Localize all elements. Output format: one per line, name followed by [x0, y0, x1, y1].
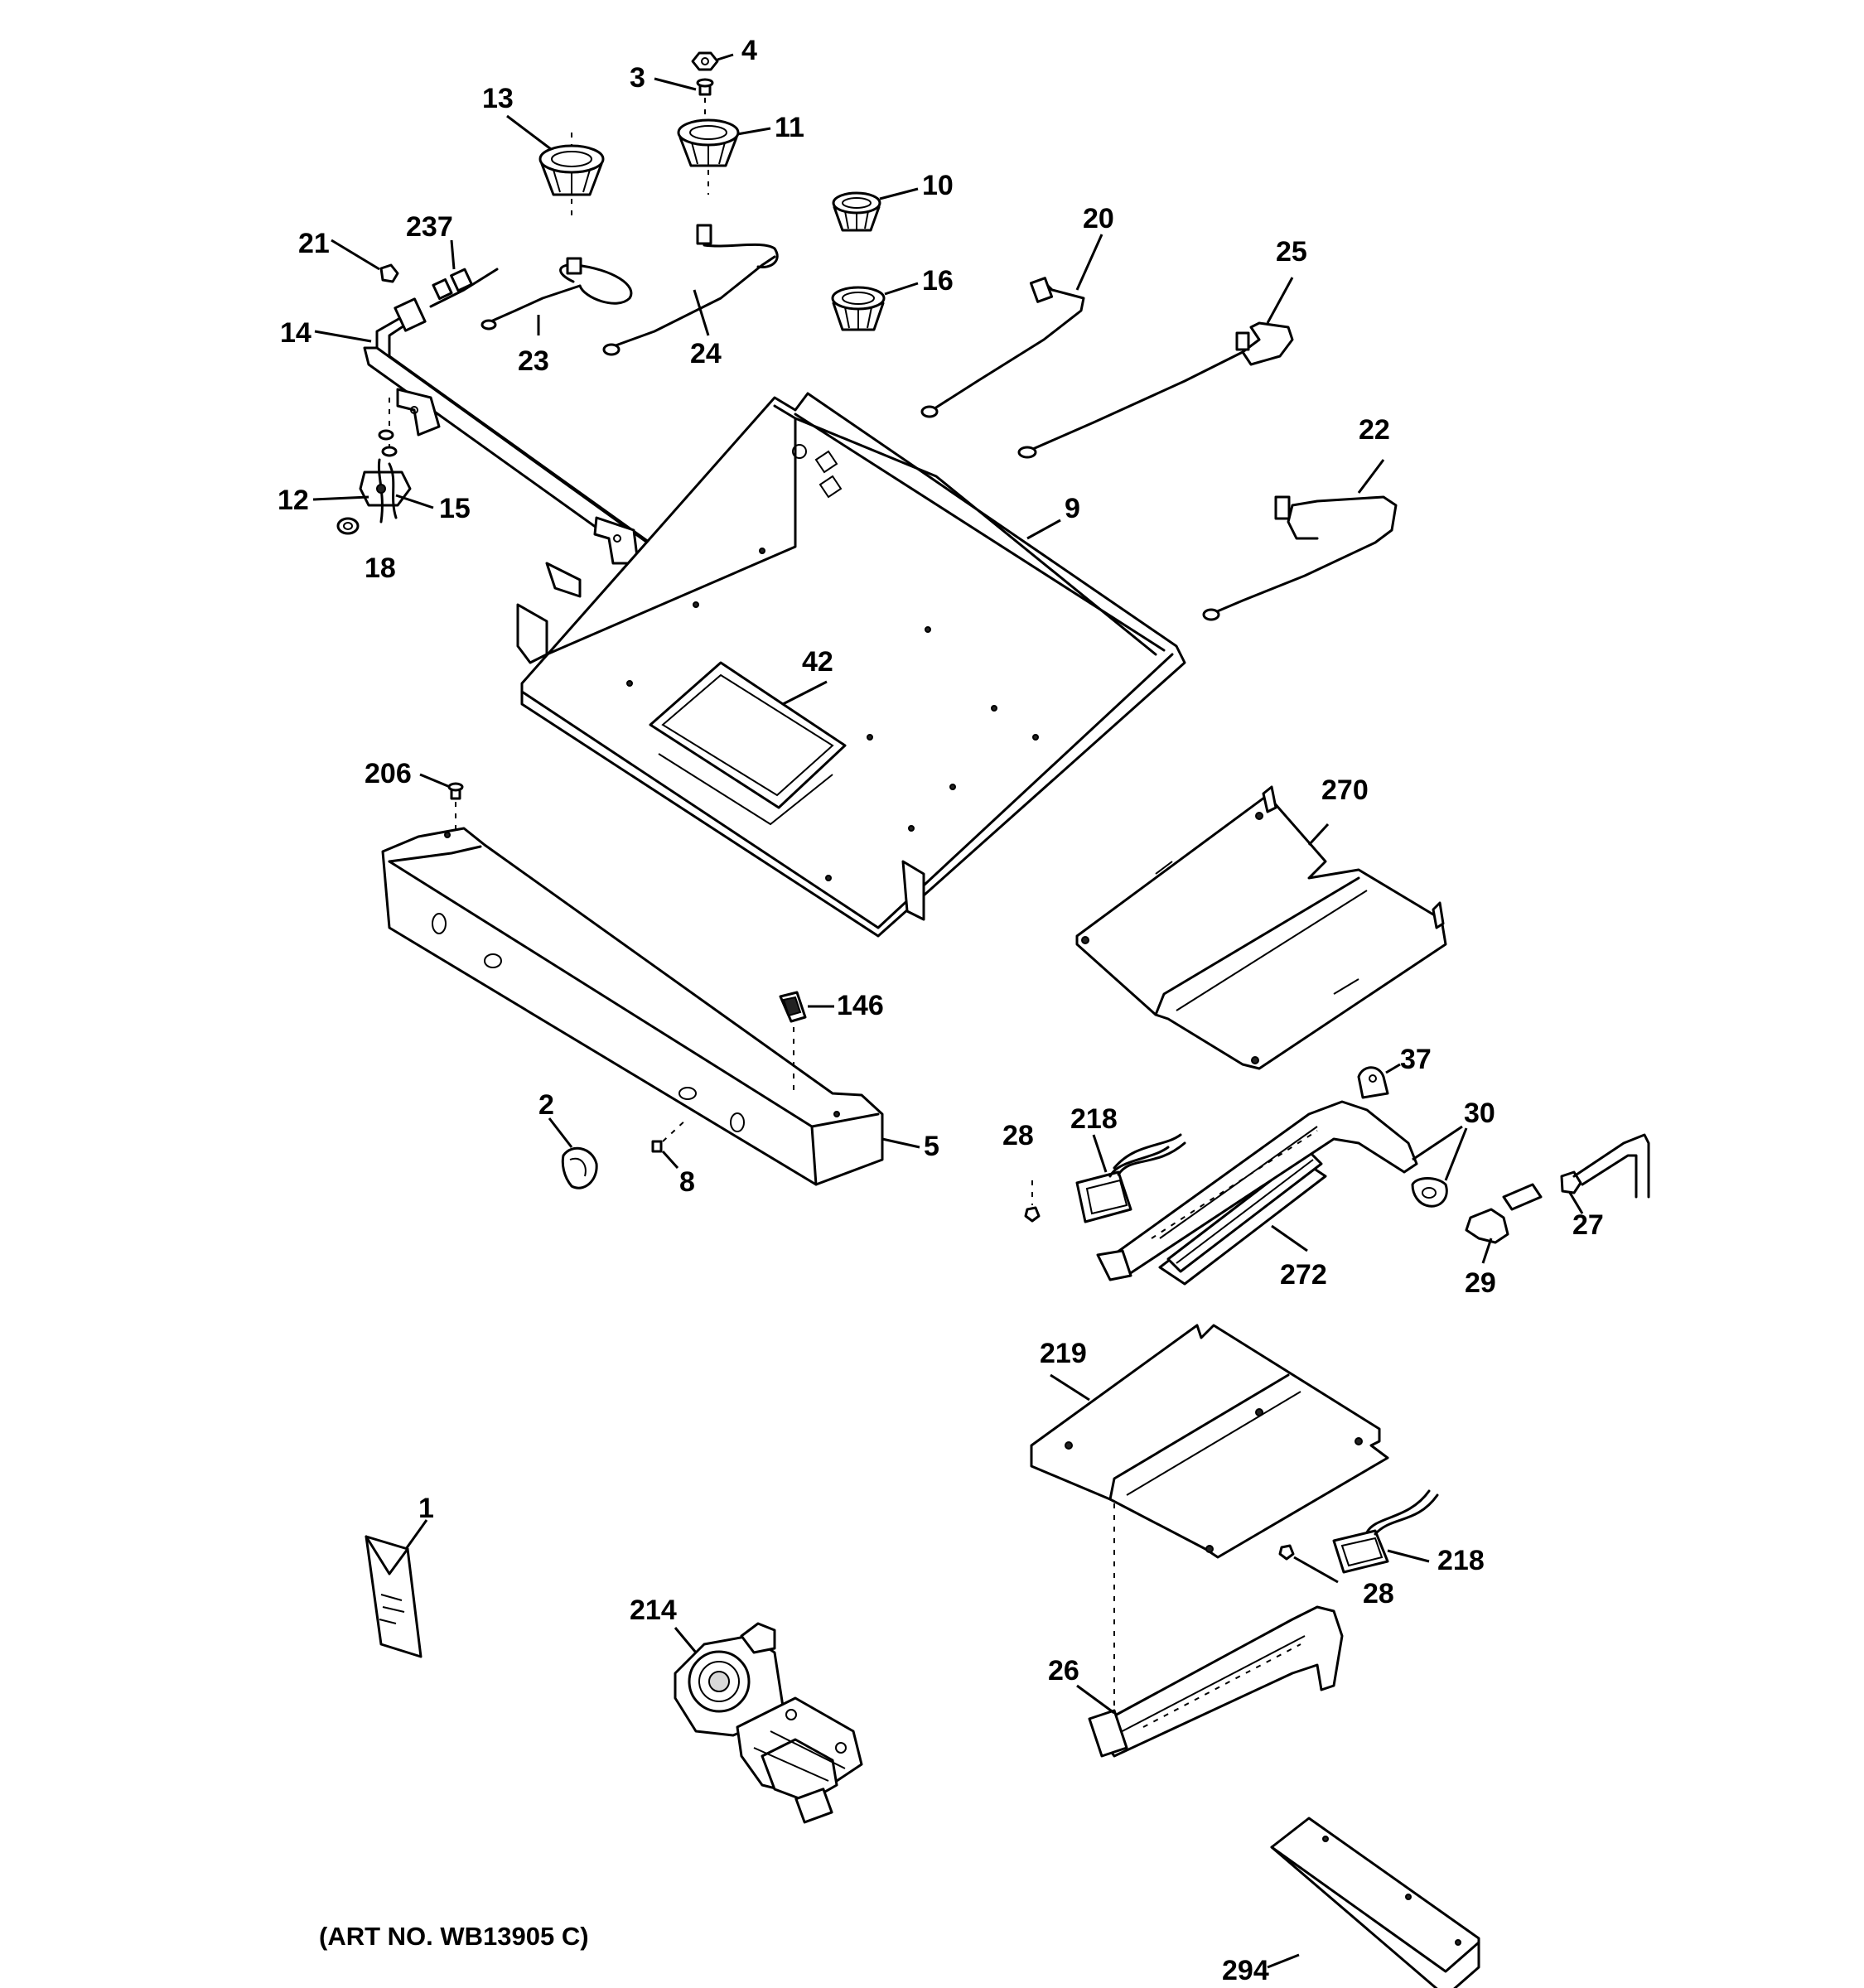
orifice-30 — [1411, 1177, 1448, 1208]
screw-28-lower — [1278, 1544, 1295, 1561]
callout-5: 5 — [924, 1131, 939, 1162]
callout-29: 29 — [1465, 1267, 1496, 1299]
callout-28-upper: 28 — [1002, 1120, 1034, 1151]
callout-270: 270 — [1321, 774, 1369, 806]
callout-13: 13 — [482, 83, 514, 114]
washers-small — [378, 429, 398, 457]
callout-18: 18 — [365, 552, 396, 584]
callout-23: 23 — [518, 345, 549, 377]
manifold-panel-5 — [381, 827, 884, 1186]
callout-22: 22 — [1359, 414, 1390, 446]
callout-42: 42 — [802, 646, 833, 678]
burner-tube-22 — [1202, 495, 1398, 621]
burner-box-9 — [516, 392, 1186, 938]
burner-tube-24 — [602, 224, 779, 356]
callout-8: 8 — [679, 1166, 695, 1198]
burner-tube-23 — [480, 257, 633, 331]
callout-26: 26 — [1048, 1655, 1079, 1686]
callout-37: 37 — [1400, 1044, 1432, 1075]
bracket-272 — [1158, 1150, 1327, 1286]
elbow-29 — [1465, 1183, 1543, 1244]
callout-206: 206 — [365, 758, 412, 789]
callout-237: 237 — [406, 211, 453, 243]
nut-4 — [691, 51, 719, 71]
callout-labels: 13 4 3 11 10 16 21 237 14 23 24 20 25 22… — [278, 35, 1604, 1986]
callout-28-lower: 28 — [1363, 1578, 1394, 1609]
manual-envelope-1 — [365, 1535, 423, 1658]
callout-21: 21 — [298, 228, 330, 259]
callout-24: 24 — [690, 338, 722, 369]
callout-219: 219 — [1040, 1338, 1087, 1369]
callout-3: 3 — [630, 62, 645, 94]
igniter-218-upper — [1075, 1133, 1186, 1223]
burner-head-13 — [538, 133, 605, 220]
callout-9: 9 — [1065, 493, 1080, 524]
callout-218-upper: 218 — [1070, 1103, 1118, 1135]
callout-214: 214 — [630, 1595, 677, 1626]
gas-valve-214 — [674, 1622, 863, 1824]
callout-1: 1 — [418, 1493, 434, 1524]
clip-146 — [779, 991, 807, 1093]
fitting-27 — [1560, 1133, 1650, 1199]
bracket-294 — [1270, 1817, 1480, 1988]
callout-12: 12 — [278, 485, 309, 516]
callout-15: 15 — [439, 493, 471, 524]
callout-14: 14 — [280, 317, 311, 349]
callout-30: 30 — [1464, 1098, 1495, 1129]
callout-146: 146 — [837, 990, 884, 1021]
callout-294: 294 — [1222, 1955, 1269, 1986]
oven-burner-26 — [1088, 1605, 1344, 1758]
screw-206 — [447, 782, 464, 832]
art-number-caption: (ART NO. WB13905 C) — [319, 1922, 589, 1951]
callout-25: 25 — [1276, 236, 1307, 268]
burner-head-10 — [832, 191, 881, 232]
washer-18 — [336, 517, 360, 535]
callout-20: 20 — [1083, 203, 1114, 234]
valve-15 — [359, 458, 412, 524]
screw-8 — [651, 1117, 688, 1153]
fitting-237 — [429, 268, 499, 308]
callout-2: 2 — [538, 1089, 554, 1121]
screw-3 — [696, 78, 714, 96]
callout-10: 10 — [922, 170, 954, 201]
callout-4: 4 — [741, 35, 757, 66]
shield-270 — [1075, 785, 1447, 1070]
screw-28-upper — [1024, 1180, 1041, 1223]
oven-burner-tube — [1096, 1100, 1418, 1281]
fitting-21 — [379, 263, 399, 283]
knob-2 — [561, 1146, 598, 1189]
shield-219 — [1030, 1324, 1389, 1706]
burner-head-11 — [677, 98, 740, 195]
burner-tube-25 — [1017, 321, 1294, 459]
callout-16: 16 — [922, 265, 954, 297]
callout-272: 272 — [1280, 1259, 1327, 1291]
igniter-218-lower — [1332, 1489, 1439, 1574]
callout-27: 27 — [1572, 1209, 1604, 1241]
leader-lines — [312, 53, 1584, 1969]
callout-11: 11 — [775, 112, 804, 143]
burner-tube-20 — [920, 277, 1085, 418]
burner-head-16 — [831, 286, 886, 331]
bracket-37 — [1357, 1066, 1389, 1099]
callout-218-lower: 218 — [1437, 1545, 1485, 1576]
